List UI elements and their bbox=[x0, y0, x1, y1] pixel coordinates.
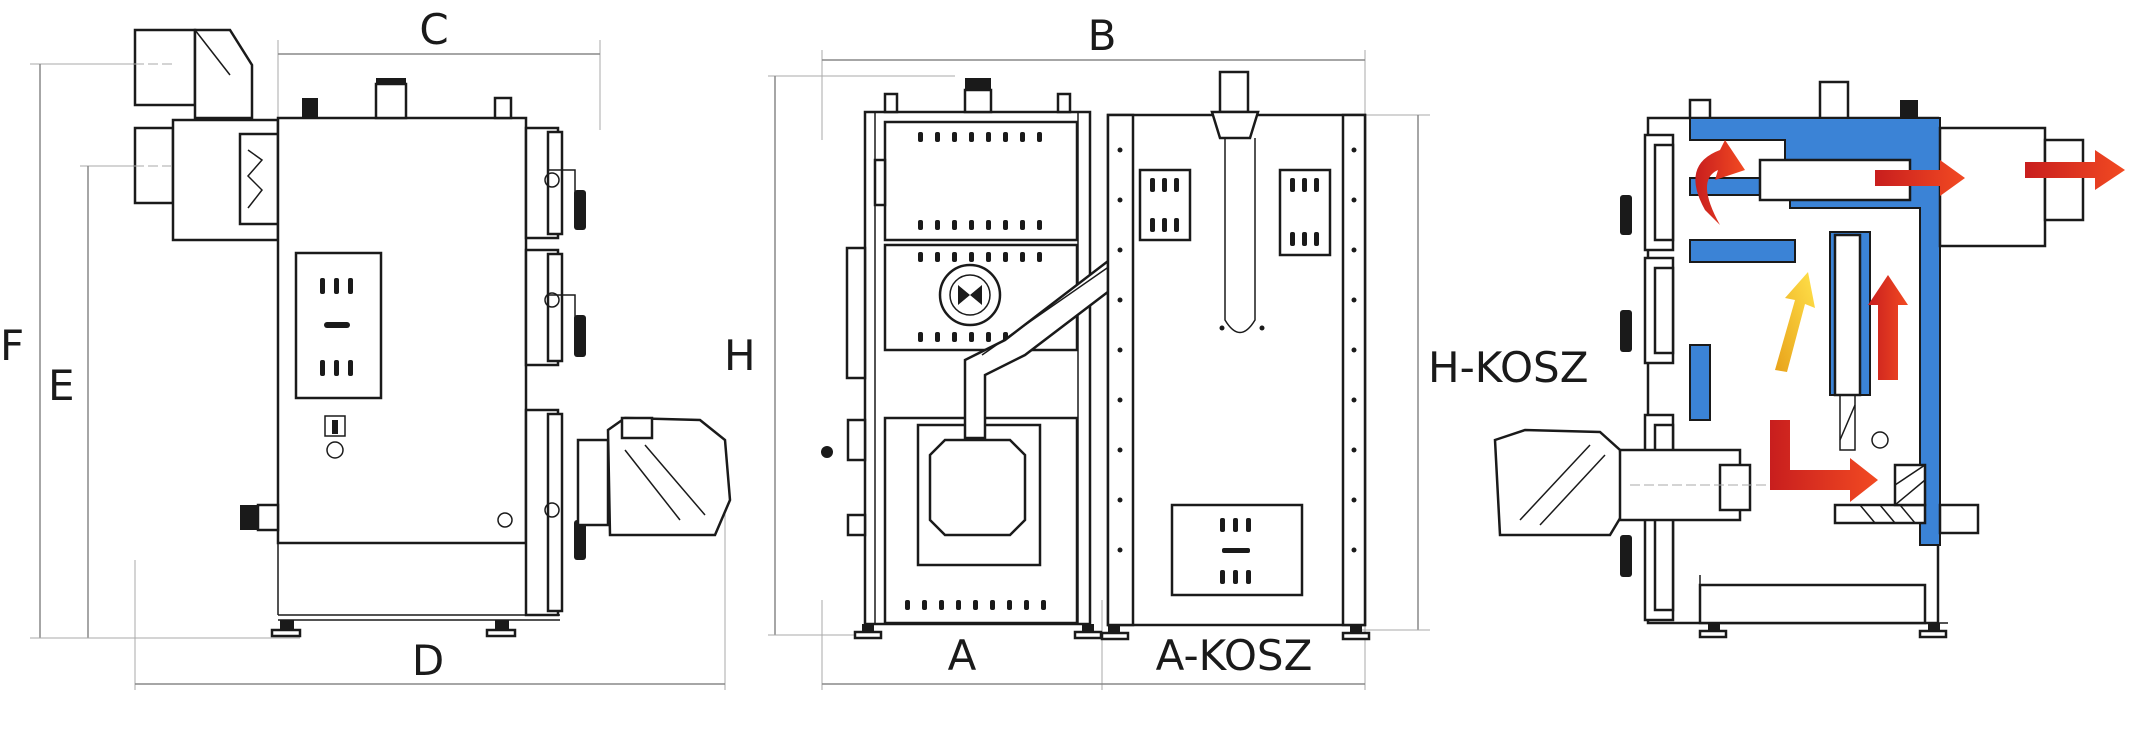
arrow-icon bbox=[1770, 420, 1878, 502]
section-view bbox=[1493, 80, 2125, 639]
door-handle-icon bbox=[1620, 535, 1632, 577]
hopper-motor bbox=[1210, 70, 1260, 334]
hopper-cleanout bbox=[1170, 503, 1304, 597]
arrow-icon bbox=[1875, 160, 1965, 196]
front-view: B H A A-KOSZ H-KOSZ bbox=[724, 11, 1588, 690]
dimension-f: F bbox=[0, 63, 150, 638]
lower-door-front bbox=[821, 416, 1079, 625]
arrow-icon bbox=[2025, 150, 2125, 190]
dimension-a-kosz: A-KOSZ bbox=[1102, 600, 1366, 690]
door-handle-icon bbox=[1620, 195, 1632, 235]
flue-outlet bbox=[120, 118, 280, 242]
label-c: C bbox=[419, 5, 448, 54]
middle-door-side bbox=[524, 248, 586, 367]
hopper-vent-right bbox=[1278, 168, 1332, 257]
upper-door-side bbox=[524, 126, 586, 240]
leveling-foot-icon bbox=[853, 624, 883, 640]
leveling-foot-icon bbox=[1918, 623, 1948, 639]
inspection-panel bbox=[294, 251, 383, 400]
section-upper-door bbox=[1620, 133, 1675, 252]
hopper-vent-left bbox=[1138, 168, 1192, 242]
label-e: E bbox=[48, 361, 75, 410]
inspection-port-icon bbox=[938, 263, 1002, 327]
dimension-c: C bbox=[277, 5, 601, 130]
door-handle-icon bbox=[574, 520, 586, 560]
dimension-h: H bbox=[724, 75, 955, 636]
dimension-d: D bbox=[134, 460, 726, 690]
dimension-h-kosz: H-KOSZ bbox=[1360, 114, 1588, 631]
door-handle-icon bbox=[574, 315, 586, 357]
door-handle-icon bbox=[1620, 310, 1632, 352]
dimension-a: A bbox=[821, 600, 1103, 690]
label-h: H bbox=[724, 331, 756, 380]
arrow-icon bbox=[1695, 140, 1745, 225]
label-a-kosz: A-KOSZ bbox=[1156, 631, 1313, 680]
pellet-burner-section bbox=[1493, 428, 1770, 537]
leveling-foot-icon bbox=[270, 620, 302, 638]
pellet-burner-side bbox=[576, 416, 732, 537]
flue-elbow bbox=[120, 28, 254, 120]
section-middle-door bbox=[1620, 256, 1675, 365]
arrow-icon bbox=[1775, 272, 1815, 372]
label-f: F bbox=[0, 321, 24, 370]
side-view: C F E D bbox=[0, 5, 732, 690]
leveling-foot-icon bbox=[1100, 625, 1130, 641]
leveling-foot-icon bbox=[485, 620, 517, 638]
indicator-icon bbox=[497, 512, 513, 528]
middle-door-front bbox=[845, 243, 1079, 380]
label-d: D bbox=[412, 636, 444, 685]
leveling-foot-icon bbox=[1073, 624, 1103, 640]
label-a: A bbox=[948, 631, 977, 680]
label-h-kosz: H-KOSZ bbox=[1428, 343, 1588, 392]
upper-door-front bbox=[873, 120, 1079, 242]
door-handle-icon bbox=[574, 190, 586, 230]
valve-icon bbox=[324, 415, 346, 459]
leveling-foot-icon bbox=[1698, 623, 1728, 639]
arrow-icon bbox=[1868, 275, 1908, 380]
label-b: B bbox=[1088, 11, 1117, 60]
leveling-foot-icon bbox=[1341, 625, 1371, 641]
dimension-e: E bbox=[48, 165, 170, 638]
lower-door-side bbox=[524, 408, 586, 617]
